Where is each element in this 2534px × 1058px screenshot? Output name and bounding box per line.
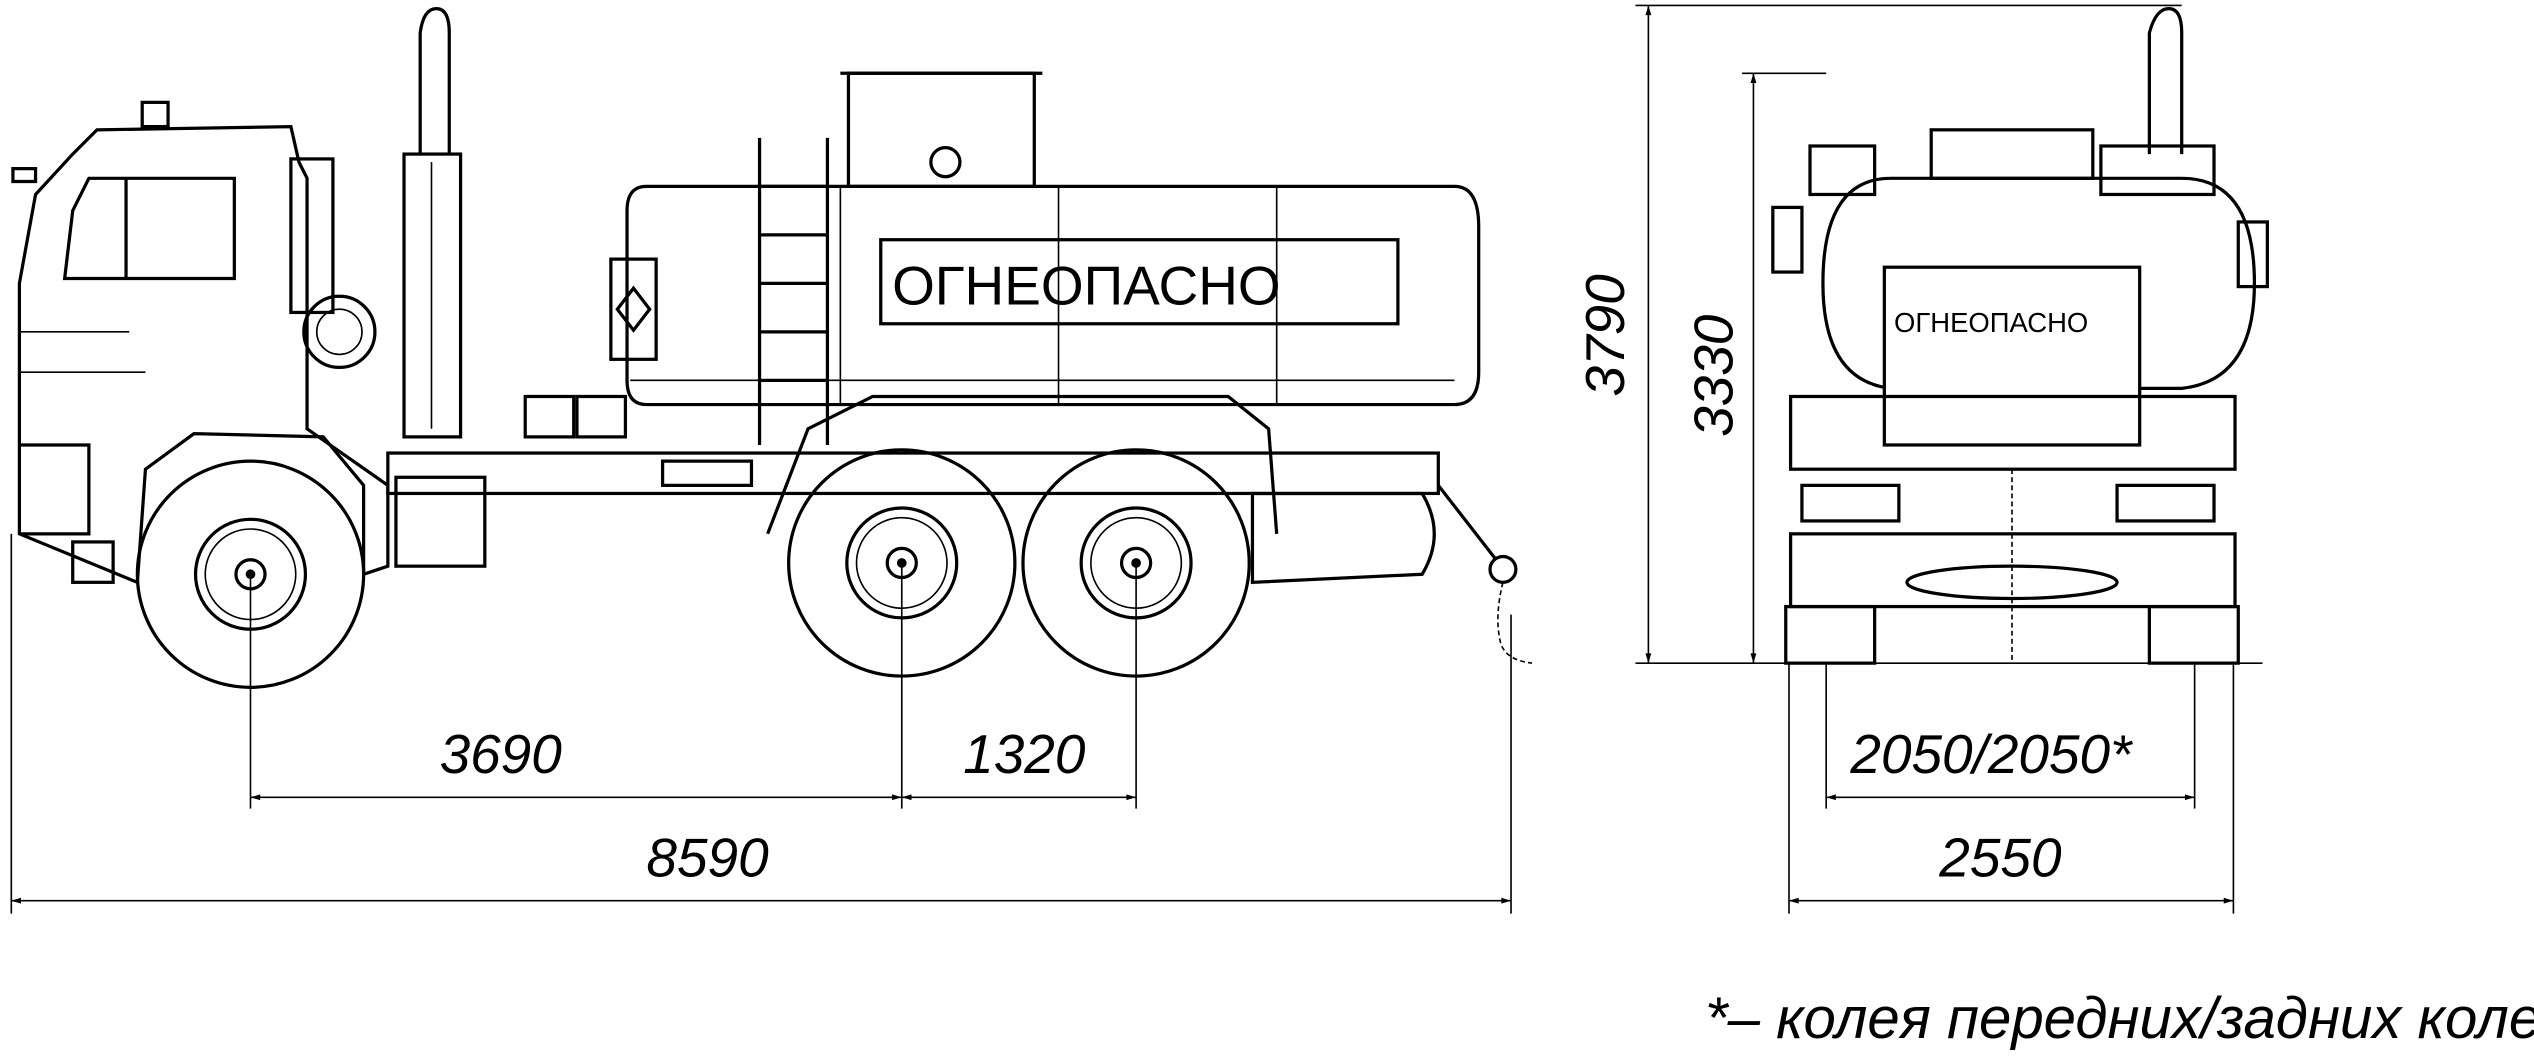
rear-view-truck: ОГНЕОПАСНО bbox=[1771, 7, 2269, 665]
side-tank-label: ОГНЕОПАСНО bbox=[892, 254, 1281, 316]
rear-tank-label: ОГНЕОПАСНО bbox=[1894, 307, 2088, 338]
dim-wheelbase-front: 3690 bbox=[440, 723, 563, 785]
side-dimensions: 3690 1320 8590 bbox=[10, 533, 1512, 914]
dim-overall-width: 2550 bbox=[1938, 826, 2062, 888]
dim-wheelbase-rear: 1320 bbox=[963, 723, 1086, 785]
dim-track: 2050/2050* bbox=[1849, 723, 2133, 785]
footnote: *– колея передних/задних колес bbox=[1705, 986, 2534, 1051]
ladder bbox=[757, 137, 830, 445]
rear-dimensions: 3790 3330 2050/2050* 2550 bbox=[1574, 4, 2263, 914]
exhaust-pipe bbox=[418, 7, 451, 155]
dim-overall-height: 3790 bbox=[1574, 274, 1636, 397]
side-view-truck: ОГНЕОПАСНО bbox=[11, 7, 1533, 689]
tank bbox=[625, 184, 1481, 407]
dim-overall-length: 8590 bbox=[646, 826, 769, 888]
dim-tank-height: 3330 bbox=[1682, 314, 1744, 437]
